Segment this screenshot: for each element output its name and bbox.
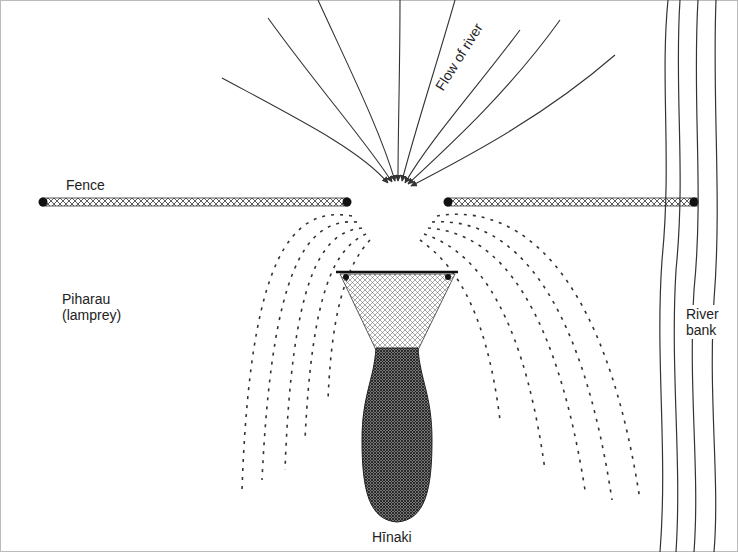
label: Hīnaki [370, 528, 414, 546]
label: Piharau (lamprey) [60, 290, 136, 324]
fence [39, 198, 699, 207]
label: River bank [684, 305, 734, 339]
hinaki-trap [336, 272, 458, 522]
river-bank [660, 0, 717, 552]
flow-lines [222, 0, 615, 186]
label: Fence [64, 176, 107, 194]
lamprey-runs [242, 214, 640, 500]
